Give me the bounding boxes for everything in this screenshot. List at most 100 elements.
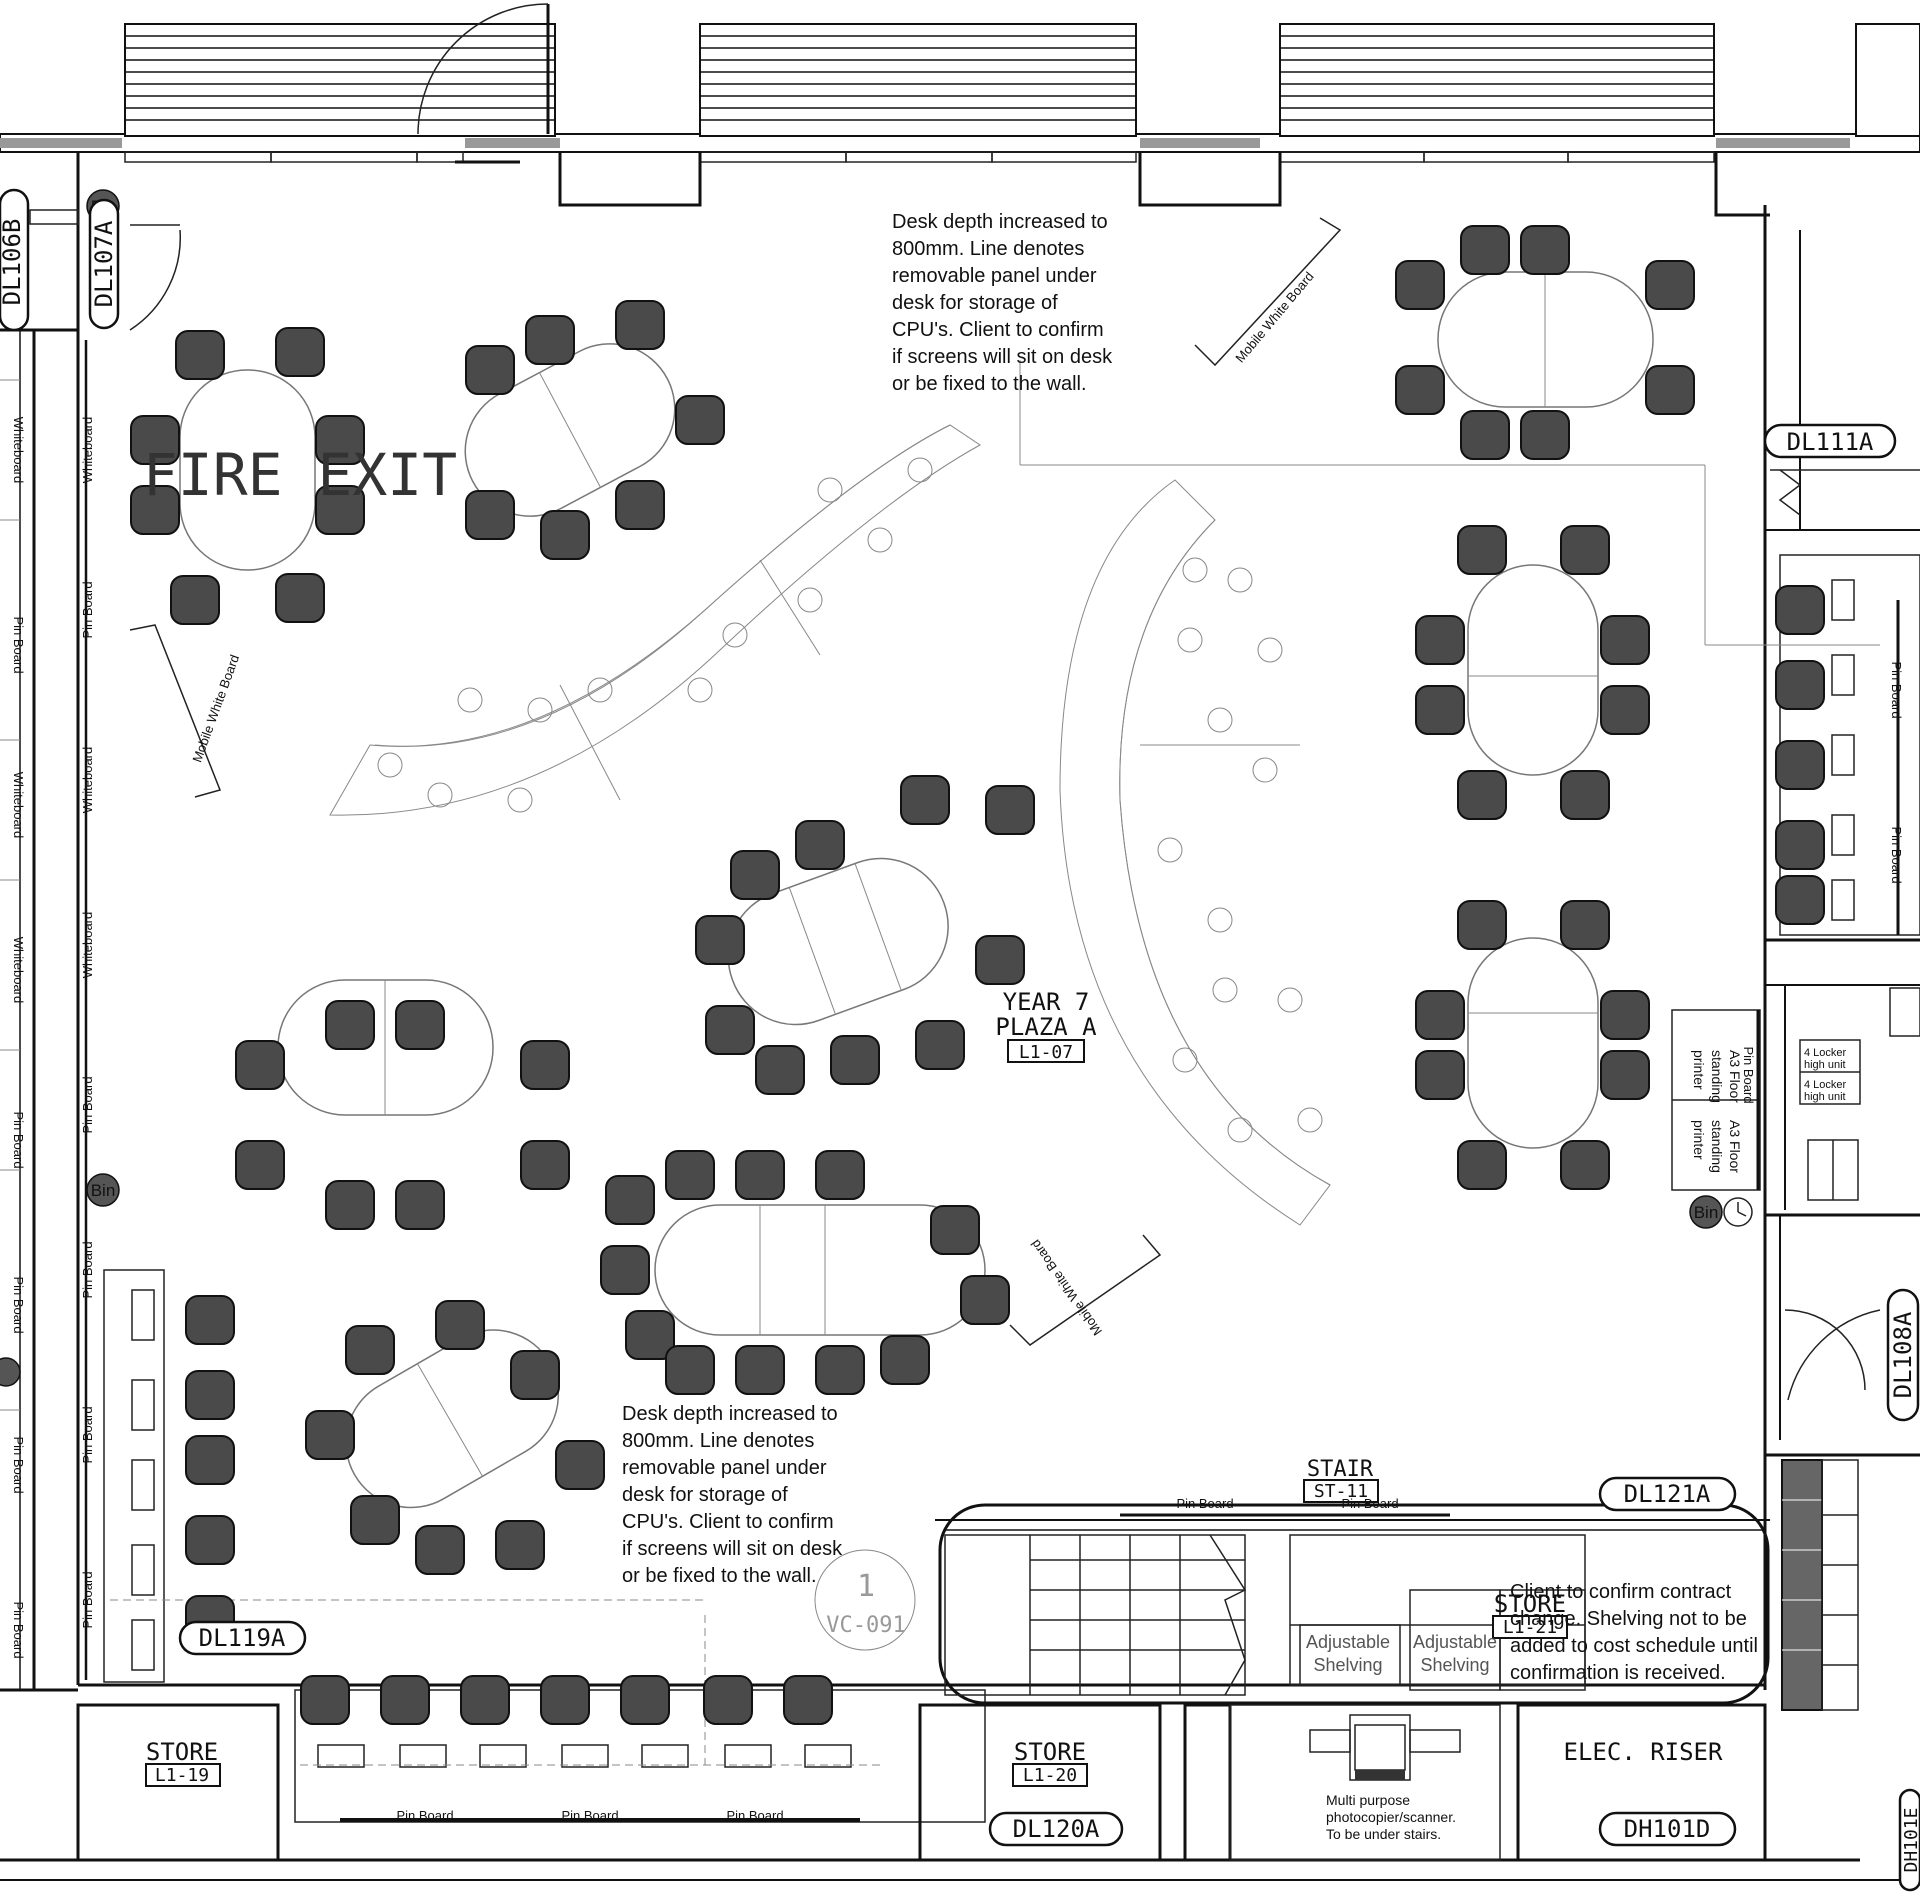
chair (930, 1205, 980, 1255)
chair (695, 915, 745, 965)
chair (275, 327, 325, 377)
shelving-label: Adjustable (1306, 1632, 1390, 1652)
chair (1457, 900, 1507, 950)
store-l119-code: L1-19 (155, 1765, 209, 1786)
stair-code: ST-11 (1314, 1481, 1368, 1502)
pin-board-label: Pin Board (11, 1111, 26, 1168)
chair (555, 1440, 605, 1490)
stair (814, 1503, 1770, 1705)
chair (435, 1300, 485, 1350)
printer-label: A3 Floor standing printer (1691, 1120, 1743, 1177)
chair (175, 330, 225, 380)
chair (465, 490, 515, 540)
chair (615, 300, 665, 350)
furniture (130, 225, 1825, 1725)
chair (1457, 770, 1507, 820)
chair (1415, 1050, 1465, 1100)
chair (1395, 260, 1445, 310)
chair (1775, 585, 1825, 635)
chair (525, 315, 575, 365)
chair (185, 1515, 235, 1565)
pin-board-label: Pin Board (396, 1808, 453, 1823)
chair (130, 485, 180, 535)
chairs (130, 225, 1825, 1725)
whiteboard-label: Whiteboard (11, 937, 26, 1003)
chair (1415, 615, 1465, 665)
chair (520, 1140, 570, 1190)
pin-board-label: Pin Board (1341, 1496, 1398, 1511)
chair (1460, 225, 1510, 275)
chair (1560, 770, 1610, 820)
chair (735, 1150, 785, 1200)
mobile-board-label: Mobile White Board (1028, 1237, 1105, 1339)
chair (1460, 410, 1510, 460)
chair (325, 1000, 375, 1050)
chair (495, 1520, 545, 1570)
chair (130, 415, 180, 465)
store-l121-code: L1-21 (1503, 1617, 1557, 1638)
chair (1560, 525, 1610, 575)
chair (1560, 1140, 1610, 1190)
chair (395, 1180, 445, 1230)
vc-number: 1 (857, 1569, 875, 1604)
pin-board-label: Pin Board (11, 616, 26, 673)
bin-icon (0, 1357, 21, 1387)
chair (540, 510, 590, 560)
store-l120-code: L1-20 (1023, 1765, 1077, 1786)
door-dl108a: DL108A (1889, 1311, 1917, 1398)
bin-label: Bin (91, 1181, 116, 1200)
pin-board-label: Pin Board (11, 1436, 26, 1493)
door-dl106b: DL106B (0, 219, 26, 306)
door-dl107a: DL107A (90, 220, 118, 307)
chair (605, 1175, 655, 1225)
chair (1600, 615, 1650, 665)
desk-note-top: Desk depth increased to 800mm. Line deno… (892, 211, 1118, 395)
clock-icon (1723, 1197, 1753, 1227)
pin-board-label: Pin Board (1741, 1046, 1756, 1103)
chair (600, 1245, 650, 1295)
chair (985, 785, 1035, 835)
chair (235, 1140, 285, 1190)
mobile-board-label: Mobile White Board (1232, 269, 1316, 366)
chair (540, 1675, 590, 1725)
chair (1457, 525, 1507, 575)
chair (830, 1035, 880, 1085)
chair (705, 1005, 755, 1055)
shelving-label: Shelving (1313, 1655, 1382, 1675)
chair (1775, 820, 1825, 870)
room-code: L1-07 (1019, 1042, 1073, 1063)
chair (1775, 660, 1825, 710)
whiteboard-label: Whiteboard (80, 417, 95, 483)
chair (315, 485, 365, 535)
bin-icon (86, 1173, 120, 1207)
chair (315, 415, 365, 465)
chair (625, 1310, 675, 1360)
store-l119-name: STORE (146, 1738, 218, 1766)
chair (170, 575, 220, 625)
pin-board-label: Pin Board (80, 1406, 95, 1463)
store-l121-name: STORE (1494, 1590, 1566, 1618)
chair (1415, 685, 1465, 735)
chair (185, 1370, 235, 1420)
whiteboard-label: Whiteboard (11, 772, 26, 838)
chair (1395, 365, 1445, 415)
chair (880, 1335, 930, 1385)
pin-board-label: Pin Board (1889, 826, 1904, 883)
chair (795, 820, 845, 870)
contract-note: Client to confirm contract change. Shelv… (1510, 1581, 1764, 1684)
table (179, 369, 316, 571)
fire-exit-label: FIRE EXIT (143, 441, 457, 509)
bin-label: Bin (1694, 1203, 1719, 1222)
chair (620, 1675, 670, 1725)
door-dh101e: DH101E (1901, 1807, 1920, 1872)
chair (395, 1000, 445, 1050)
elec-riser-label: ELEC. RISER (1564, 1738, 1723, 1766)
chair (1645, 260, 1695, 310)
chair (325, 1180, 375, 1230)
pin-board-label: Pin Board (80, 1571, 95, 1628)
chair (350, 1495, 400, 1545)
chair (275, 573, 325, 623)
stair-name: STAIR (1307, 1457, 1374, 1482)
